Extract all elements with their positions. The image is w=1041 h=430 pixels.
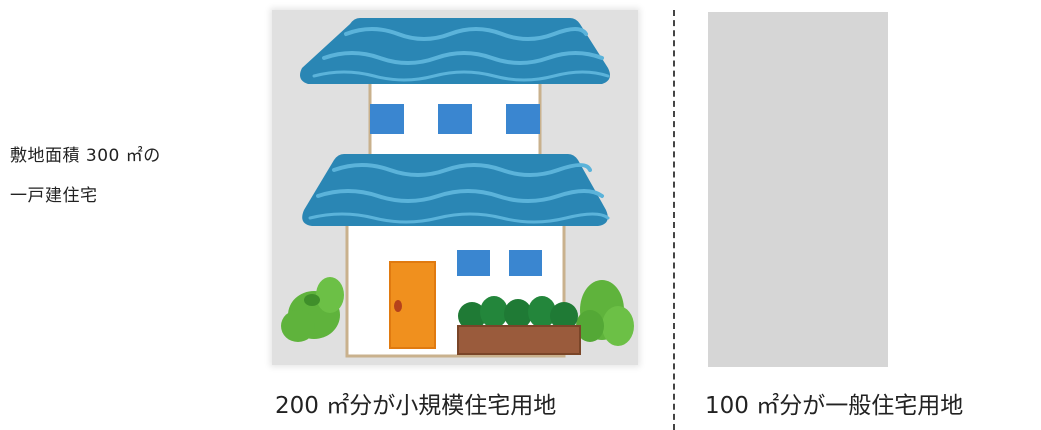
small-scale-land-caption: 200 ㎡分が小規模住宅用地: [275, 393, 557, 419]
upper-window-1: [370, 104, 404, 134]
upper-window-2: [438, 104, 472, 134]
upper-window-3: [506, 104, 540, 134]
house-illustration: [281, 18, 634, 358]
house-type-label: 一戸建住宅: [10, 186, 98, 206]
planter: [457, 325, 581, 355]
right-bush: [576, 280, 634, 346]
lower-roof: [302, 154, 610, 226]
house-illustration-panel: [272, 10, 638, 365]
hedge: [458, 296, 578, 330]
left-bush: [281, 277, 344, 342]
lower-window-2: [509, 250, 542, 276]
general-land-caption: 100 ㎡分が一般住宅用地: [705, 393, 964, 419]
lower-window-1: [457, 250, 490, 276]
door: [389, 261, 436, 349]
door-knob: [394, 300, 402, 312]
upper-roof: [300, 18, 610, 84]
general-land-area: [708, 12, 888, 367]
dashed-divider: [673, 10, 675, 430]
site-area-label: 敷地面積 300 ㎡の: [10, 146, 161, 166]
